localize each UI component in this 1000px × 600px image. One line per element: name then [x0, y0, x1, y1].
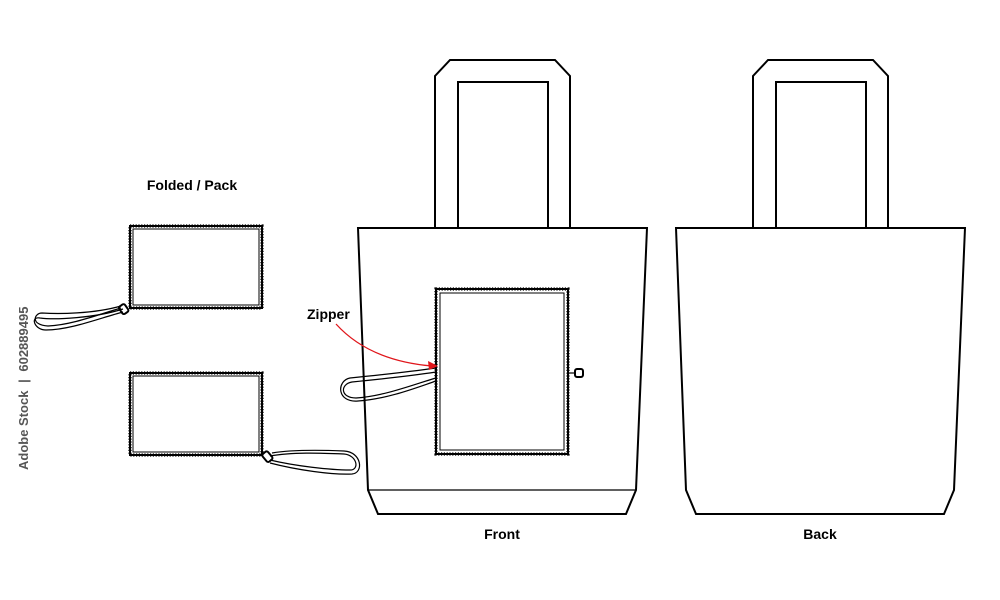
zipper-slider-icon [568, 368, 584, 378]
zipper-pull-icon [118, 303, 130, 316]
wrist-strap-loop [342, 371, 437, 399]
front-zip-pocket [340, 287, 584, 456]
front-label: Front [484, 526, 520, 542]
back-handle [752, 59, 889, 229]
back-label: Back [803, 526, 837, 542]
svg-text:Adobe Stock | 6028: Adobe Stock | 602889495 [16, 307, 31, 470]
folded-pack-label: Folded / Pack [147, 177, 237, 193]
watermark-id: 602889495 [16, 307, 31, 372]
stock-watermark: Adobe Stock | 602889495 [16, 307, 31, 470]
callout-arrow [335, 323, 433, 367]
watermark-brand: Adobe Stock [16, 390, 31, 470]
tote-front-view: Zipper Front [307, 59, 649, 542]
folded-pack-views: Folded / Pack [33, 177, 361, 475]
wrist-strap-loop [269, 452, 357, 471]
zipper-callout: Zipper [307, 306, 438, 370]
zipper-label: Zipper [307, 306, 350, 322]
arrowhead-icon [428, 361, 438, 370]
wrist-strap-loop [33, 308, 124, 331]
folded-pouch-top [33, 224, 264, 331]
tote-back-view: Back [674, 59, 967, 542]
back-bag-body [674, 227, 967, 515]
folded-pouch-bottom [128, 371, 361, 475]
front-handle [434, 59, 571, 229]
